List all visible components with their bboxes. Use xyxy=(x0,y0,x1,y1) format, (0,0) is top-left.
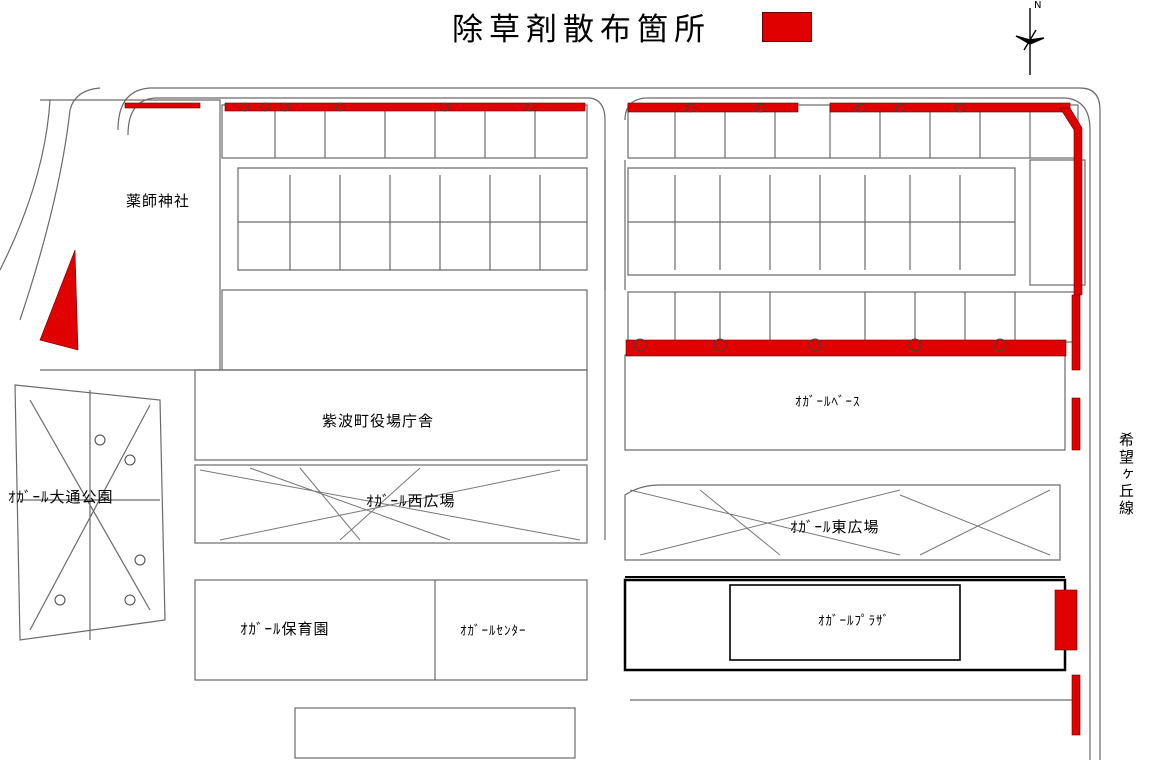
plaza-paths xyxy=(199,467,1051,556)
label-ogal-plaza: ｵｶﾞｰﾙﾌﾟﾗｻﾞ xyxy=(818,614,890,629)
spray-area xyxy=(625,339,1067,357)
spray-area xyxy=(1059,107,1083,296)
spray-area xyxy=(829,102,1071,113)
spray-area xyxy=(1071,397,1081,451)
label-ogal-park: ｵｶﾞｰﾙ大通公園 xyxy=(8,488,114,506)
label-kibougaoka-road: 希望ヶ丘線 xyxy=(1117,432,1135,517)
label-ogal-center: ｵｶﾞｰﾙｾﾝﾀｰ xyxy=(460,624,527,639)
map-title: 除草剤散布箇所 xyxy=(452,12,711,48)
legend-swatch-spray xyxy=(762,12,812,42)
label-ogal-east-plaza: ｵｶﾞｰﾙ東広場 xyxy=(790,518,880,536)
north-arrow-icon xyxy=(1015,8,1045,75)
label-yakushi-shrine: 薬師神社 xyxy=(126,192,191,210)
herbicide-areas xyxy=(39,102,1083,736)
spray-area xyxy=(1054,589,1078,651)
spray-area xyxy=(1071,674,1081,736)
spray-area xyxy=(1071,294,1081,371)
spray-area xyxy=(224,102,586,112)
label-town-hall: 紫波町役場庁舎 xyxy=(322,412,435,430)
label-ogal-base: ｵｶﾞｰﾙﾍﾞｰｽ xyxy=(795,395,861,410)
label-ogal-nursery: ｵｶﾞｰﾙ保育園 xyxy=(240,620,330,638)
spray-area xyxy=(627,102,799,113)
trees xyxy=(54,102,1007,606)
road-lines xyxy=(0,87,1101,760)
label-ogal-west-plaza: ｵｶﾞｰﾙ西広場 xyxy=(366,492,456,510)
spray-area xyxy=(124,102,201,109)
compass-north-label: N xyxy=(1034,0,1043,11)
spray-area xyxy=(39,249,79,351)
